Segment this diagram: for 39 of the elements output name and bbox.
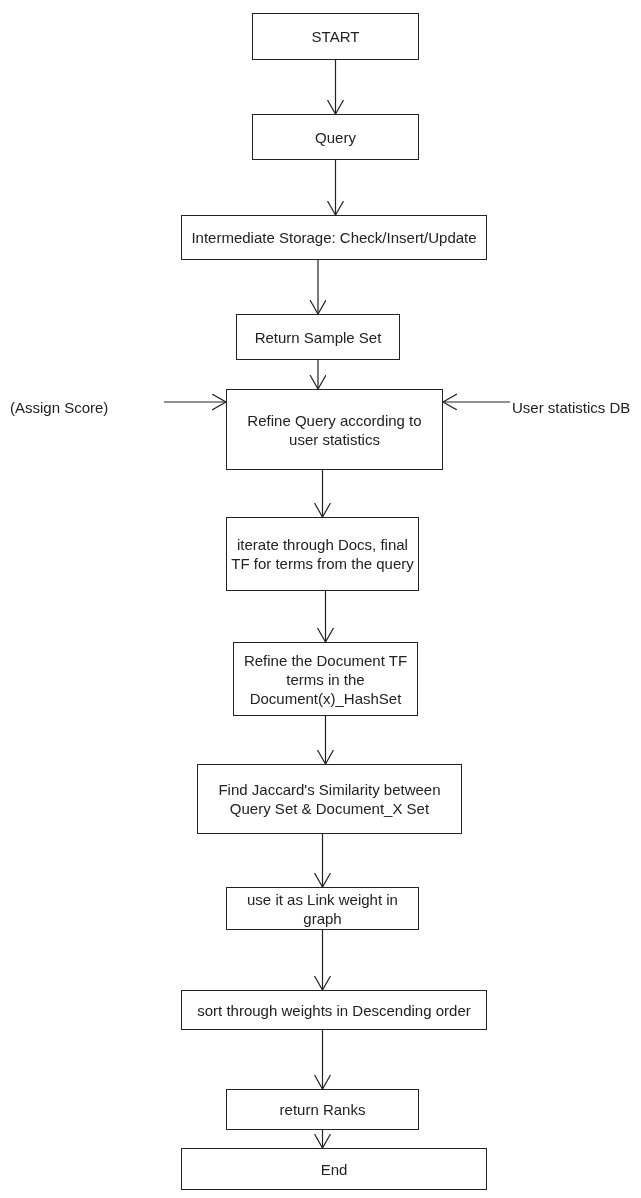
box-label: Refine Query according to user statistics bbox=[246, 410, 423, 449]
arrow bbox=[309, 259, 327, 315]
process-box bbox=[181, 215, 487, 260]
process-box bbox=[226, 887, 419, 930]
box-label: Refine the Document TF terms in the Document(x)_HashSet bbox=[242, 650, 409, 708]
box-label: End bbox=[320, 1159, 348, 1179]
arrow bbox=[442, 393, 511, 411]
box-label: use it as Link weight in graph bbox=[246, 889, 399, 928]
arrow bbox=[313, 1029, 332, 1090]
process-box bbox=[226, 389, 443, 470]
box-label: iterate through Docs, final TF for terms from the query bbox=[231, 535, 414, 573]
box-label: Intermediate Storage: Check/Insert/Update bbox=[191, 228, 477, 247]
arrow bbox=[313, 1129, 332, 1149]
arrow bbox=[313, 929, 332, 991]
arrow bbox=[326, 59, 345, 115]
box-label: START bbox=[311, 27, 360, 46]
box-label: return Ranks bbox=[279, 1100, 366, 1119]
arrow bbox=[313, 469, 332, 518]
arrow bbox=[309, 359, 327, 390]
box-label: Return Sample Set bbox=[254, 327, 382, 347]
arrow bbox=[313, 833, 332, 888]
arrow bbox=[326, 159, 345, 216]
arrow bbox=[316, 715, 335, 765]
process-box bbox=[181, 1148, 487, 1190]
box-label: Query bbox=[315, 127, 356, 147]
process-box bbox=[226, 517, 419, 591]
process-box bbox=[236, 314, 400, 360]
process-box bbox=[197, 764, 462, 834]
process-box bbox=[252, 13, 419, 60]
arrow bbox=[163, 393, 227, 411]
process-box bbox=[233, 642, 418, 716]
process-box bbox=[181, 990, 487, 1030]
process-box bbox=[226, 1089, 419, 1130]
arrow bbox=[316, 590, 335, 643]
process-box bbox=[252, 114, 419, 160]
box-label: Find Jaccard's Similarity between Query Set & Document_X Set bbox=[217, 780, 442, 818]
box-label: User statistics DB bbox=[512, 398, 632, 417]
box-label: (Assign Score) bbox=[10, 398, 110, 417]
box-label: sort through weights in Descending order bbox=[197, 1000, 471, 1020]
